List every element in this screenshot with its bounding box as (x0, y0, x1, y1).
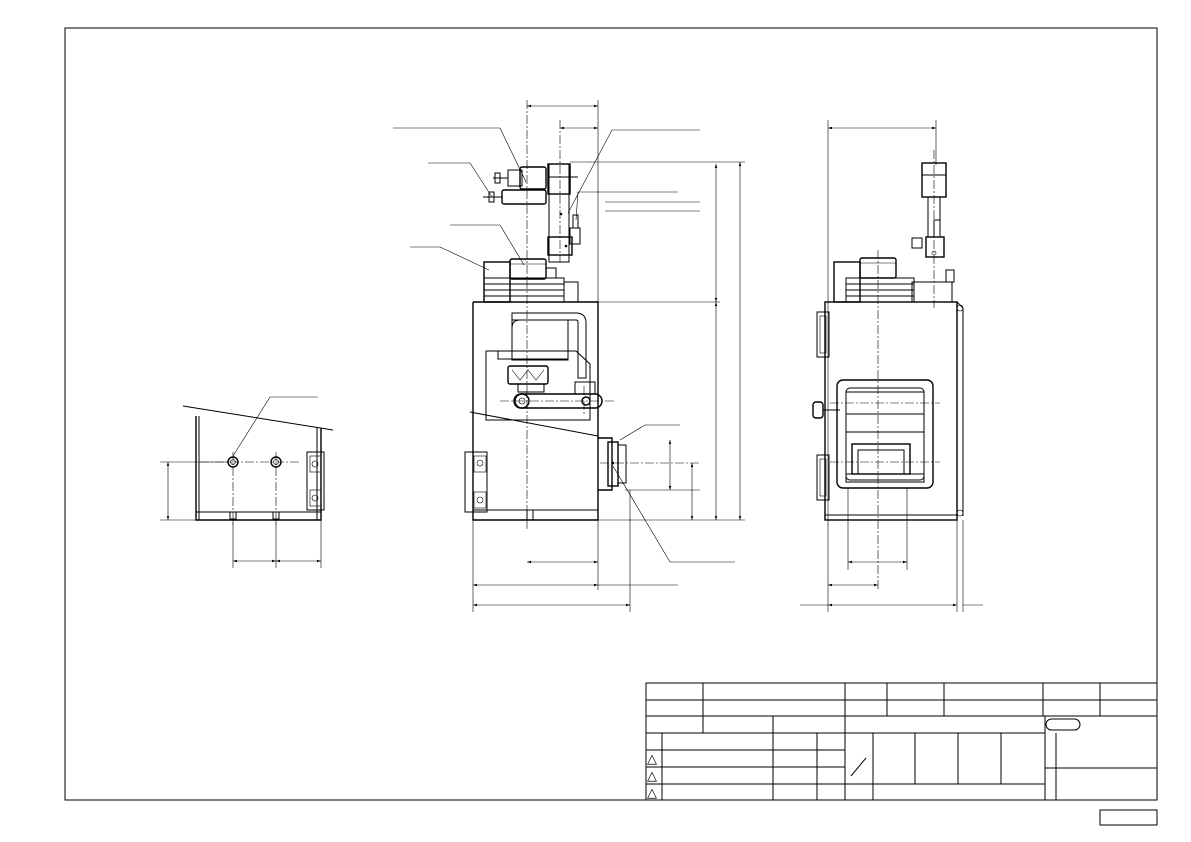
revision-mark-1: △ (647, 752, 657, 767)
drawing-frame (64, 27, 1158, 801)
revision-mark-3: △ (647, 786, 657, 801)
front-view (393, 100, 745, 612)
sheet-number-box (1099, 809, 1158, 826)
right-side-view (800, 120, 983, 612)
title-block: △ △ △ (645, 682, 1158, 801)
side-view-left (160, 396, 334, 568)
revision-mark-2: △ (647, 769, 657, 784)
